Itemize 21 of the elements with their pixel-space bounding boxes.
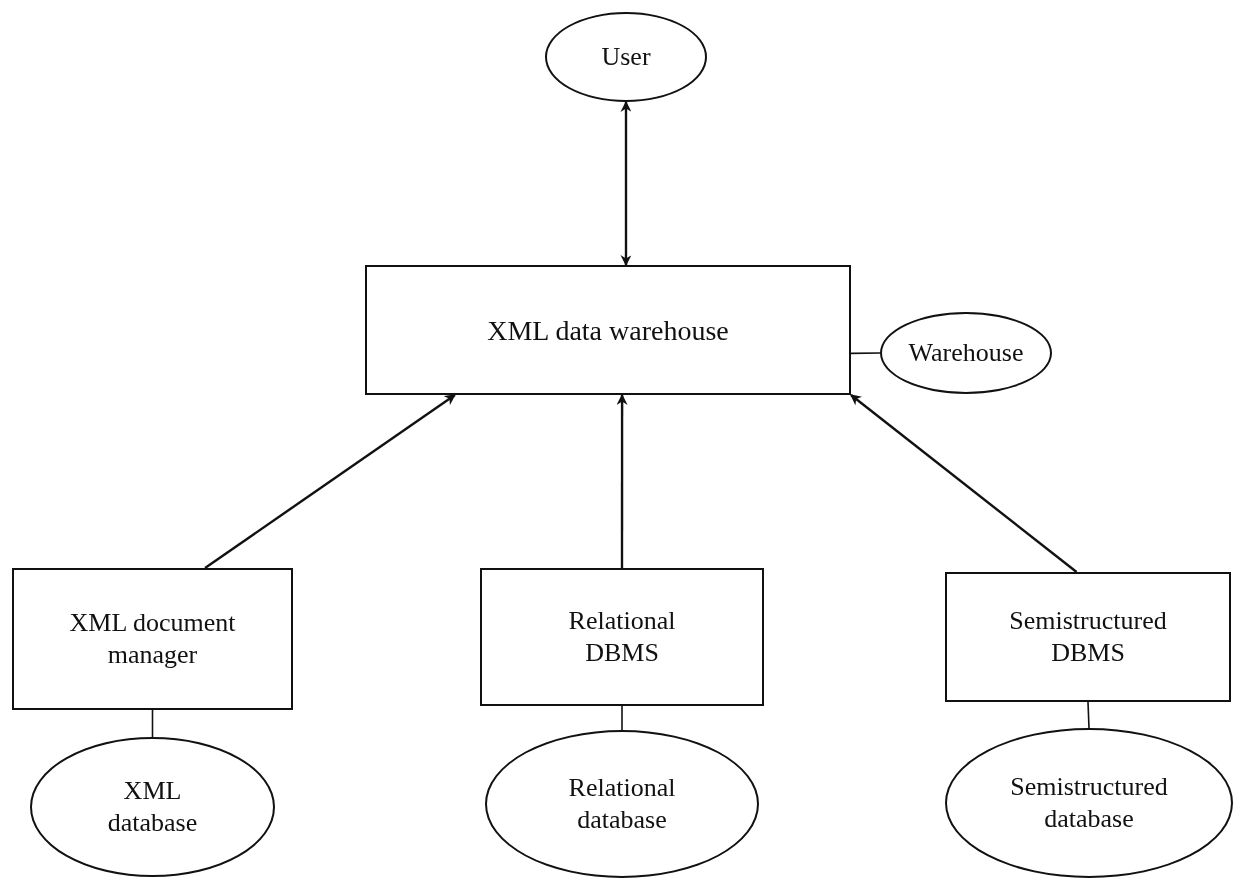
arrow	[616, 393, 628, 568]
connector-line	[621, 705, 623, 731]
connector-line	[850, 352, 881, 355]
arrow	[850, 394, 1078, 573]
node-label: Semistructured database	[1009, 770, 1169, 835]
process-box	[945, 572, 1231, 702]
node-label: Warehouse	[908, 336, 1024, 369]
node-label: Semistructured DBMS	[1008, 604, 1168, 669]
connector-line	[1087, 701, 1090, 729]
node-label: User	[601, 40, 651, 73]
connector-line	[151, 709, 154, 738]
node-label: XML database	[106, 774, 199, 839]
node-label: XML data warehouse	[487, 313, 729, 348]
process-box	[480, 568, 764, 706]
arrow	[620, 100, 632, 267]
arrow	[204, 394, 456, 569]
process-box	[12, 568, 293, 710]
node-label: Relational database	[567, 771, 677, 836]
node-label: XML document manager	[68, 606, 237, 671]
process-box	[365, 265, 851, 395]
node-label: Relational DBMS	[567, 604, 677, 669]
